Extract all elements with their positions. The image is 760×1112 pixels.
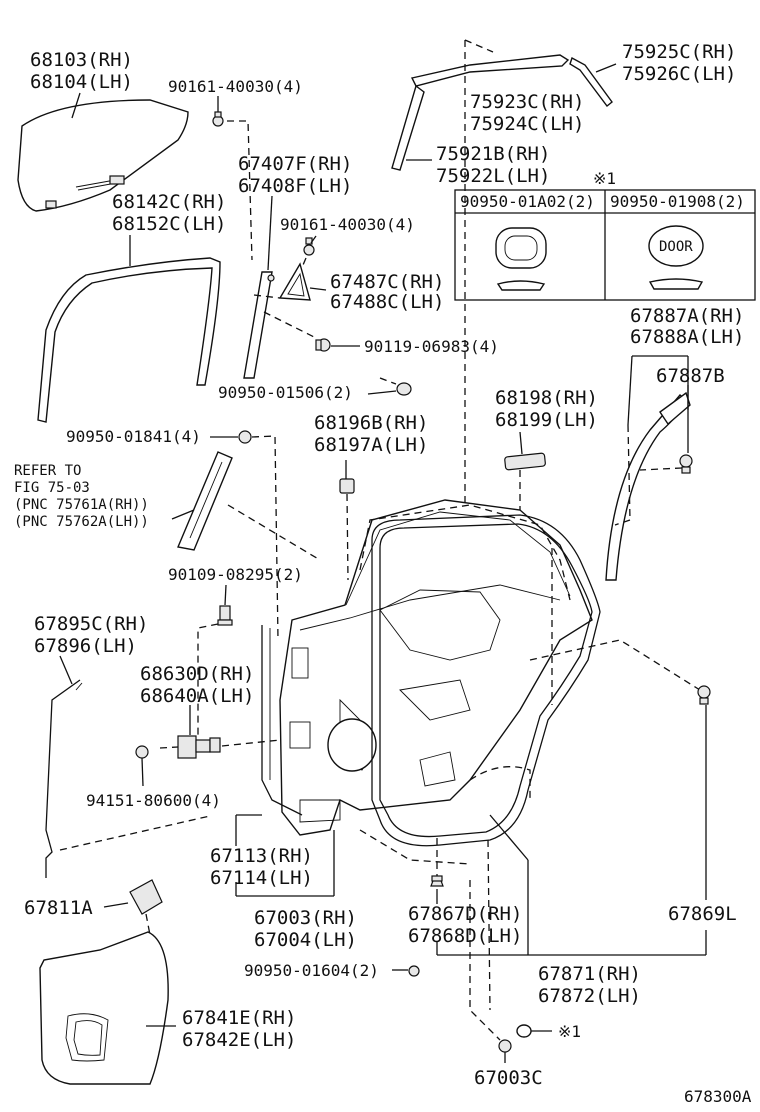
part-label: 67004(LH) xyxy=(254,929,357,951)
part-label: 67842E(LH) xyxy=(182,1029,296,1051)
clip-icon xyxy=(408,965,420,977)
part-label: 75925C(RH) xyxy=(622,41,736,63)
part-label: 90950-01841(4) xyxy=(66,427,201,446)
box-plug-text: DOOR xyxy=(659,239,693,255)
part-label: 68197A(LH) xyxy=(314,434,428,456)
part-label: 94151-80600(4) xyxy=(86,791,221,810)
part-label: 68196B(RH) xyxy=(314,412,428,434)
part-label: 67888A(LH) xyxy=(630,326,744,348)
part-label: 67487C(RH) xyxy=(330,271,444,293)
part-label: 67895C(RH) xyxy=(34,613,148,635)
part-label: 67887B xyxy=(656,365,725,387)
part-label: 67408F(LH) xyxy=(238,175,352,197)
part-label: 90109-08295(2) xyxy=(168,565,303,584)
part-label: 67867D(RH) xyxy=(408,903,522,925)
note-mark: ※1 xyxy=(558,1022,581,1041)
part-label: 90161-40030(4) xyxy=(280,215,415,234)
screw-icon xyxy=(315,338,331,352)
part-label: 75924C(LH) xyxy=(470,113,584,135)
part-label: 67003C xyxy=(474,1067,543,1089)
door-frame-trim xyxy=(261,625,303,816)
part-label: 67868D(LH) xyxy=(408,925,522,947)
door-glass xyxy=(17,99,189,212)
part-label: 90161-40030(4) xyxy=(168,77,303,96)
part-label: 68142C(RH) xyxy=(112,191,226,213)
window-channel xyxy=(37,257,221,423)
clip-icon xyxy=(679,454,693,474)
clip-icon xyxy=(430,875,444,887)
part-label: 90119-06983(4) xyxy=(364,337,499,356)
seal-pad xyxy=(504,452,546,471)
part-label: 90950-01506(2) xyxy=(218,383,353,402)
reference-note: FIG 75-03 xyxy=(14,480,90,496)
part-label: 68640A(LH) xyxy=(140,685,254,707)
part-label: 68198(RH) xyxy=(495,387,598,409)
part-label: 67407F(RH) xyxy=(238,153,352,175)
clip-icon xyxy=(697,685,711,705)
rear-door-moulding xyxy=(605,394,689,581)
bolt-icon xyxy=(303,237,315,256)
stopper xyxy=(339,478,355,494)
part-label: 67841E(RH) xyxy=(182,1007,296,1029)
service-hole-cover-pad xyxy=(129,879,163,915)
part-label: 68103(RH) xyxy=(30,49,133,71)
clip-icon xyxy=(238,430,252,444)
part-label: 67887A(RH) xyxy=(630,305,744,327)
part-label: 67488C(LH) xyxy=(330,291,444,313)
part-label: 67872(LH) xyxy=(538,985,641,1007)
pillar-garnish xyxy=(177,451,233,551)
part-label: 67871(RH) xyxy=(538,963,641,985)
hinge-icon xyxy=(177,735,221,759)
part-label: 75922L(LH) xyxy=(436,165,550,187)
note-mark: ※1 xyxy=(593,169,616,188)
plug-icon xyxy=(498,1039,512,1053)
door-panel xyxy=(279,499,593,836)
part-label: 75921B(RH) xyxy=(436,143,550,165)
part-label: 67811A xyxy=(24,897,93,919)
reference-note: (PNC 75762A(LH)) xyxy=(14,514,149,530)
door-weatherstrip xyxy=(371,514,601,847)
diagram-id: 678300A xyxy=(684,1087,752,1106)
part-label: 68630D(RH) xyxy=(140,663,254,685)
division-moulding xyxy=(391,84,425,171)
lock-rod xyxy=(45,679,81,878)
bolt-icon xyxy=(212,111,224,127)
bolt-icon xyxy=(217,605,233,626)
service-hole-cover xyxy=(39,931,169,1085)
part-label: 75923C(RH) xyxy=(470,91,584,113)
part-label: 75926C(LH) xyxy=(622,63,736,85)
part-label: 67896(LH) xyxy=(34,635,137,657)
clip-reference-box xyxy=(454,189,756,301)
part-label: 67114(LH) xyxy=(210,867,313,889)
run-channel xyxy=(243,271,273,379)
reference-note: REFER TO xyxy=(14,463,81,479)
part-label: 90950-01604(2) xyxy=(244,961,379,980)
clip-icon xyxy=(396,382,412,396)
nut-icon xyxy=(135,745,149,759)
part-label: 67003(RH) xyxy=(254,907,357,929)
box-column-label: 90950-01A02(2) xyxy=(460,192,595,211)
part-label: 67869L xyxy=(668,903,737,925)
reference-note: (PNC 75761A(RH)) xyxy=(14,497,149,513)
part-label: 68199(LH) xyxy=(495,409,598,431)
box-column-label: 90950-01908(2) xyxy=(610,192,745,211)
part-label: 68152C(LH) xyxy=(112,213,226,235)
part-label: 67113(RH) xyxy=(210,845,313,867)
corner-moulding xyxy=(569,56,613,107)
part-label: 68104(LH) xyxy=(30,71,133,93)
belt-moulding xyxy=(410,54,570,87)
grommet-icon xyxy=(516,1024,532,1038)
